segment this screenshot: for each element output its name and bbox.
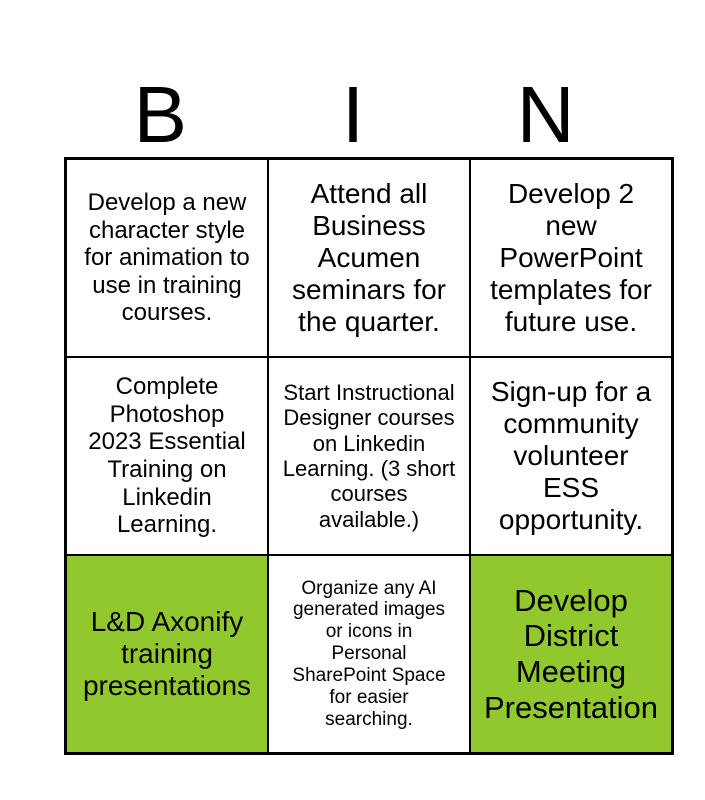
bingo-cell-r2c2[interactable]: Start Instructional Designer courses on … [267,356,471,556]
grid-row-2: Complete Photoshop 2023 Essential Traini… [64,356,674,556]
bingo-cell-r3c3-marked[interactable]: Develop District Meeting Presentation [469,554,674,755]
bingo-cell-r2c3[interactable]: Sign-up for a community volunteer ESS op… [469,356,674,556]
bingo-grid: Develop a new character style for animat… [64,157,674,755]
bingo-cell-r1c2[interactable]: Attend all Business Acumen seminars for … [267,157,471,358]
grid-row-1: Develop a new character style for animat… [64,157,674,358]
bingo-cell-r1c3[interactable]: Develop 2 new PowerPoint templates for f… [469,157,674,358]
bingo-cell-r3c1-marked[interactable]: L&D Axonify training presentations [64,554,269,755]
header-letter-n: N [516,70,575,159]
bingo-header: B I N [64,0,642,157]
header-letter-b: B [133,70,188,159]
bingo-cell-r2c1[interactable]: Complete Photoshop 2023 Essential Traini… [64,356,269,556]
grid-row-3: L&D Axonify training presentations Organ… [64,554,674,755]
header-letter-i: I [341,70,365,159]
bingo-cell-r3c2[interactable]: Organize any AI generated images or icon… [267,554,471,755]
bingo-cell-r1c1[interactable]: Develop a new character style for animat… [64,157,269,358]
